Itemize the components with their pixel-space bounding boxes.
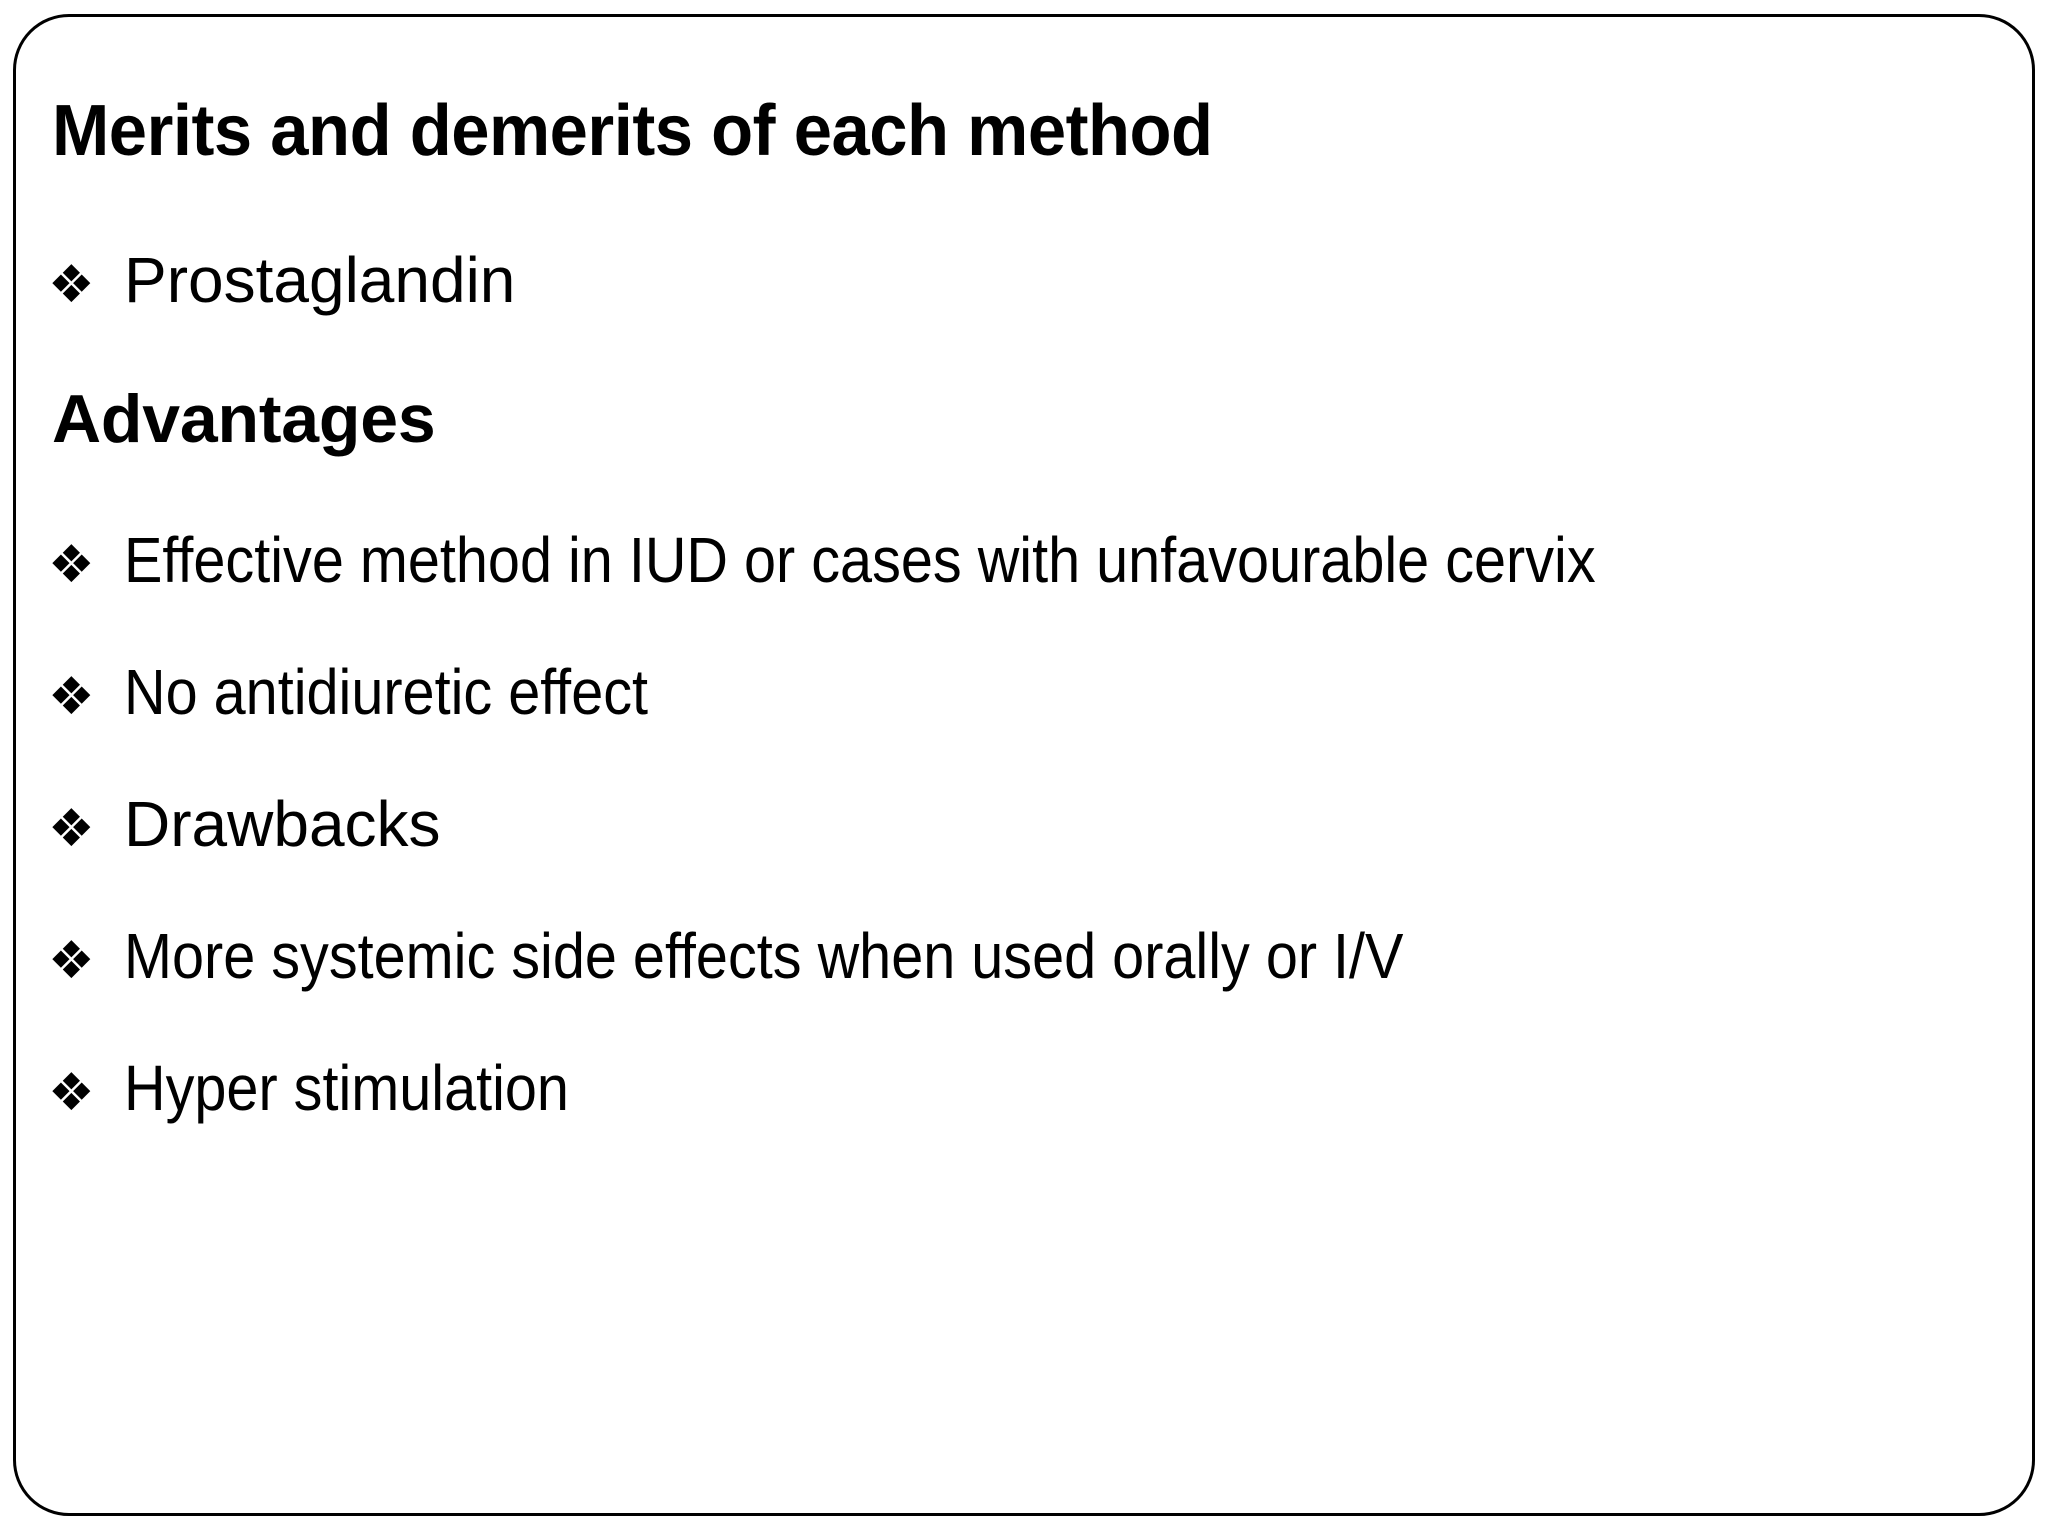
bullet-item-label: Hyper stimulation bbox=[124, 1052, 569, 1124]
bullet-item-label: Drawbacks bbox=[124, 788, 441, 860]
bullet-item-effective-method: ❖ Effective method in IUD or cases with … bbox=[48, 528, 1759, 592]
diamond-bullet-icon: ❖ bbox=[48, 535, 95, 595]
bullet-item-prostaglandin: ❖ Prostaglandin bbox=[48, 248, 515, 312]
diamond-bullet-icon: ❖ bbox=[48, 255, 95, 315]
diamond-bullet-icon: ❖ bbox=[48, 931, 95, 991]
slide-title: Merits and demerits of each method bbox=[52, 91, 1213, 171]
section-heading-advantages: Advantages bbox=[52, 381, 436, 457]
bullet-item-label: More systemic side effects when used ora… bbox=[124, 920, 1404, 992]
bullet-item-label: No antidiuretic effect bbox=[124, 656, 649, 728]
bullet-item-label: Prostaglandin bbox=[124, 244, 516, 316]
bullet-item-no-antidiuretic-effect: ❖ No antidiuretic effect bbox=[48, 660, 706, 724]
bullet-item-more-systemic-side-effects: ❖ More systemic side effects when used o… bbox=[48, 924, 1546, 988]
diamond-bullet-icon: ❖ bbox=[48, 667, 95, 727]
bullet-item-label: Effective method in IUD or cases with un… bbox=[124, 524, 1596, 596]
diamond-bullet-icon: ❖ bbox=[48, 1063, 95, 1123]
bullet-item-drawbacks: ❖ Drawbacks bbox=[48, 792, 441, 856]
diamond-bullet-icon: ❖ bbox=[48, 799, 95, 859]
bullet-item-hyper-stimulation: ❖ Hyper stimulation bbox=[48, 1056, 618, 1120]
